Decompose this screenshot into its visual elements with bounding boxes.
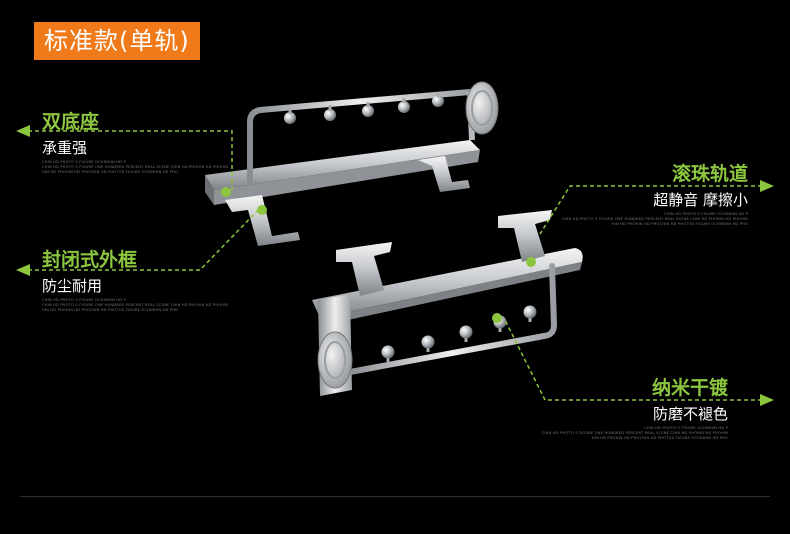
feature-heading: 双底座 bbox=[42, 111, 100, 133]
arrow-right-icon bbox=[760, 394, 774, 406]
fine-print: CHIN HD PHOTO S FIGURE OCHINHIN HD P CHI… bbox=[541, 426, 728, 441]
callout-dot-icon bbox=[257, 205, 267, 215]
callout-line-sealed-frame bbox=[28, 205, 263, 271]
callout-line-nano-plating bbox=[504, 319, 762, 401]
page-title: 标准款(单轨) bbox=[34, 22, 200, 60]
feature-nano-plating: 纳米干镀 防磨不褪色 CHIN HD PHOTO S FIGURE OCHINH… bbox=[542, 376, 728, 442]
lower-rail bbox=[312, 210, 583, 396]
feature-sealed-frame: 封闭式外框 防尘耐用 CHIN HD PHOTO S FIGURE OCHINH… bbox=[42, 248, 228, 314]
feature-heading: 滚珠轨道 bbox=[671, 163, 748, 185]
feature-heading: 封闭式外框 bbox=[42, 249, 138, 271]
feature-subtext: 超静音 摩擦小 bbox=[653, 191, 748, 209]
callout-dot-icon bbox=[526, 257, 536, 267]
fine-print: CHIN HD PHOTO S FIGURE OCHINHIN HD P CHI… bbox=[42, 298, 229, 313]
divider bbox=[20, 496, 770, 497]
callout-lines bbox=[28, 130, 762, 401]
feature-subtext: 防尘耐用 bbox=[42, 277, 103, 295]
arrow-left-icon bbox=[16, 264, 30, 276]
upper-rail bbox=[205, 81, 499, 246]
feature-dual-base: 双底座 承重强 CHIN HD PHOTO S FIGURE OCHINHIN … bbox=[42, 110, 228, 176]
feature-heading: 纳米干镀 bbox=[651, 377, 728, 399]
fine-print: CHIN HD PHOTO S FIGURE OCHINHIN HD P CHI… bbox=[561, 212, 748, 227]
feature-subtext: 承重强 bbox=[42, 139, 88, 157]
callout-line-ball-rail bbox=[539, 185, 762, 235]
fine-print: CHIN HD PHOTO S FIGURE OCHINHIN HD P CHI… bbox=[42, 160, 229, 175]
arrow-right-icon bbox=[760, 180, 774, 192]
callout-line-dual-base bbox=[28, 130, 233, 192]
callout-dot-icon bbox=[221, 187, 231, 197]
arrow-left-icon bbox=[16, 125, 30, 137]
callout-dot-icon bbox=[492, 313, 502, 323]
feature-ball-rail: 滚珠轨道 超静音 摩擦小 CHIN HD PHOTO S FIGURE OCHI… bbox=[562, 162, 748, 228]
feature-subtext: 防磨不褪色 bbox=[652, 405, 728, 423]
